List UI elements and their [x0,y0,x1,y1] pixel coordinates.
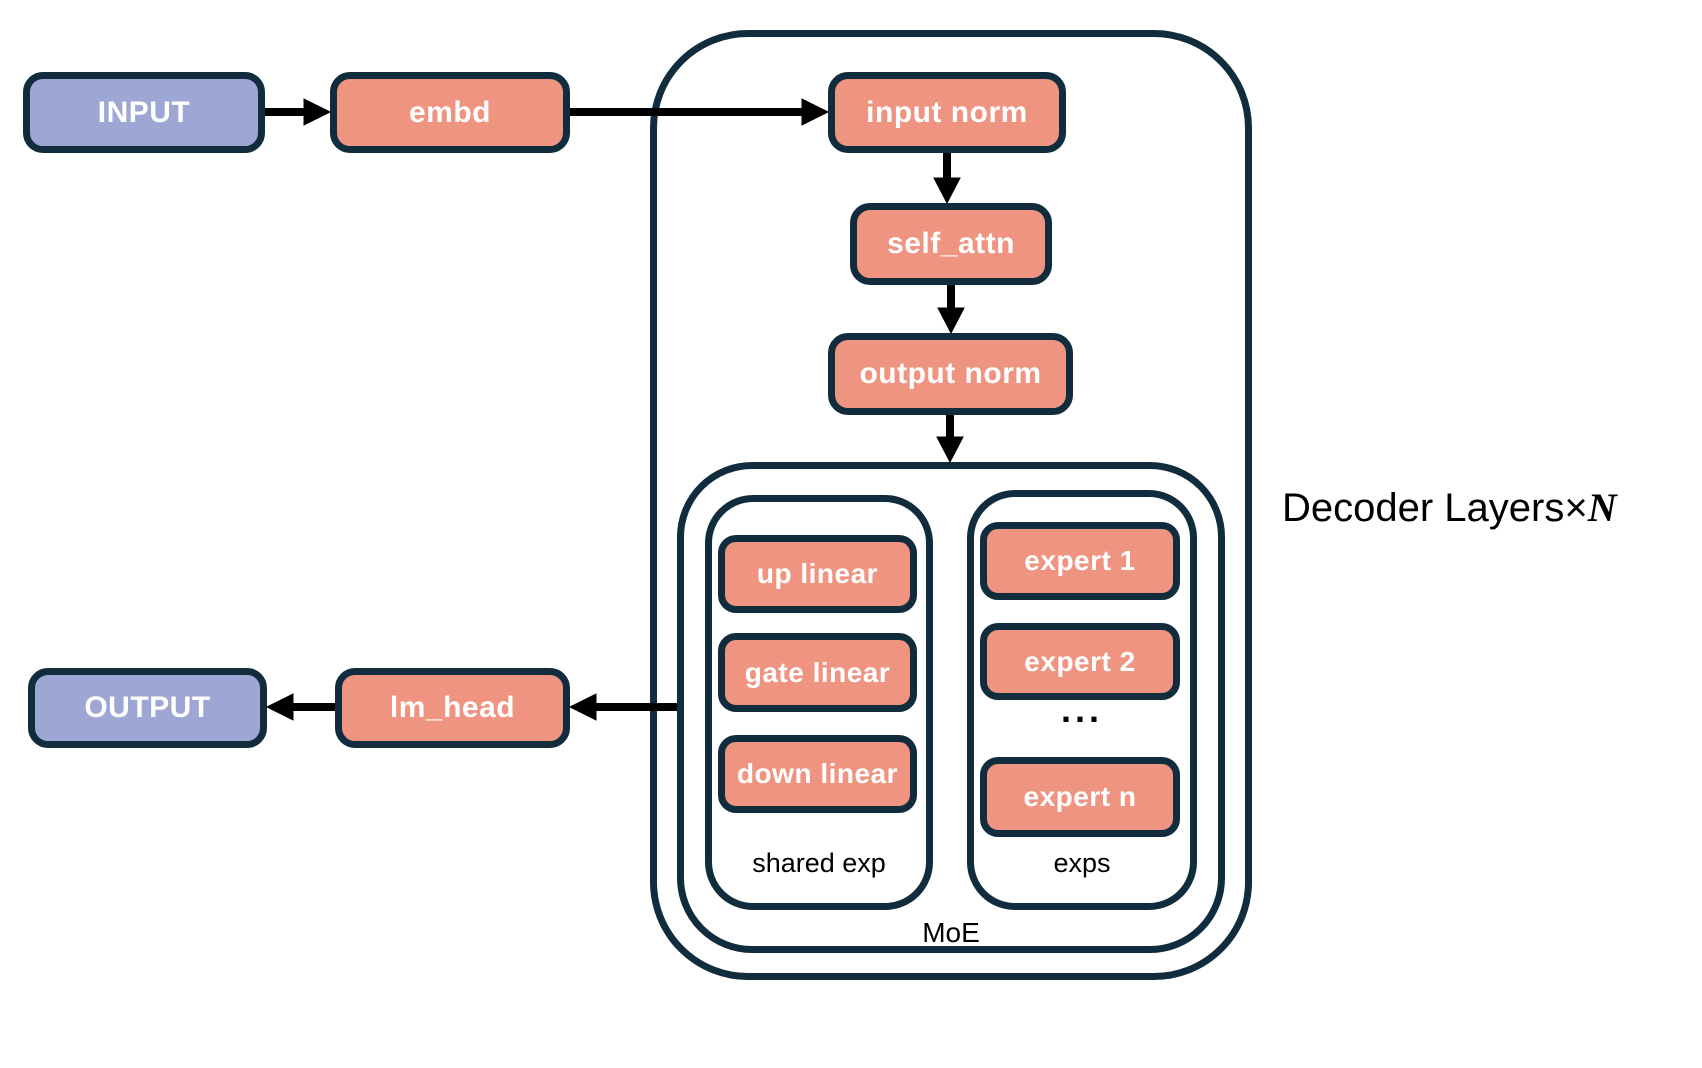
node-input-norm: input norm [828,72,1066,153]
node-gate-linear: gate linear [718,633,917,712]
node-lm-head: lm_head [335,668,570,748]
node-down-linear: down linear [718,735,917,813]
node-expert-1: expert 1 [980,522,1180,600]
arrow-lm-head-to-output [265,693,335,721]
node-self-attn: self_attn [850,203,1052,285]
shared-exp-label: shared exp [752,848,886,878]
node-expert-n: expert n [980,757,1180,837]
decoder-layers-label: Decoder Layers×N [1282,484,1617,531]
node-output-norm: output norm [828,333,1073,415]
exps-label: exps [1053,848,1111,878]
node-up-linear: up linear [718,535,917,613]
node-expert-2: expert 2 [980,623,1180,700]
node-input: INPUT [23,72,265,153]
moe-label: MoE [922,917,980,948]
decoder-layers-text: Decoder Layers [1282,486,1565,530]
arrow-input-to-embd [265,98,332,126]
node-embd: embd [330,72,570,153]
node-output: OUTPUT [28,668,267,748]
layer-count-n: N [1587,485,1617,530]
experts-ellipsis: ... [1060,689,1103,730]
times-icon: × [1564,486,1588,530]
